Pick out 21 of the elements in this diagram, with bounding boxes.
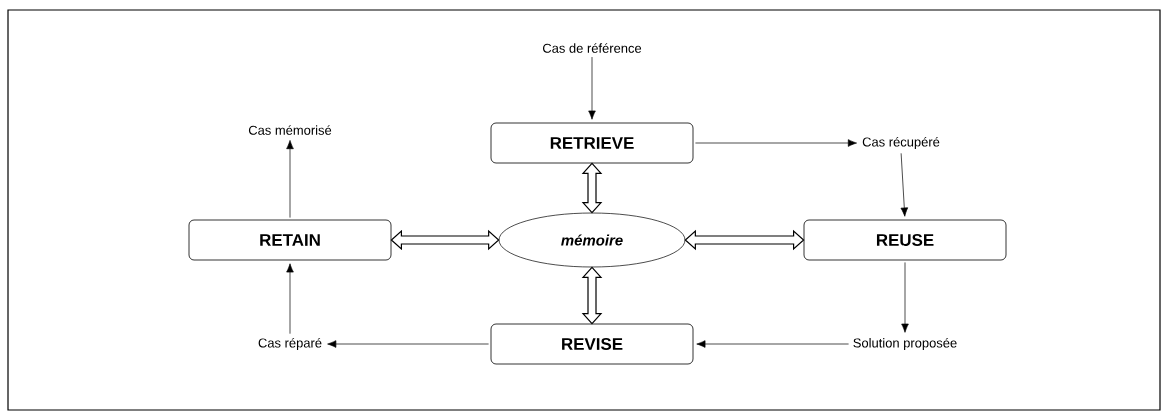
double-arrow bbox=[581, 266, 603, 325]
process-box: RETRIEVE bbox=[490, 122, 694, 164]
step-label: Cas de référence bbox=[543, 43, 642, 53]
step-label: Cas récupéré bbox=[862, 136, 940, 150]
arrow bbox=[901, 262, 909, 333]
arrow bbox=[900, 152, 909, 217]
arrow bbox=[327, 340, 489, 348]
process-box: REVISE bbox=[490, 323, 694, 365]
arrow bbox=[695, 139, 857, 147]
arrow bbox=[696, 340, 849, 348]
arrow bbox=[286, 263, 294, 335]
process-box: RETAIN bbox=[188, 219, 392, 261]
arrow bbox=[286, 140, 294, 218]
double-arrow bbox=[684, 229, 805, 251]
double-arrow bbox=[581, 162, 603, 214]
step-label: Cas mémorisé bbox=[248, 125, 332, 135]
process-box: REUSE bbox=[803, 219, 1007, 261]
step-label: Solution proposée bbox=[853, 337, 957, 351]
double-arrow bbox=[390, 229, 500, 251]
step-label: Cas réparé bbox=[258, 337, 322, 351]
arrow bbox=[588, 56, 596, 120]
